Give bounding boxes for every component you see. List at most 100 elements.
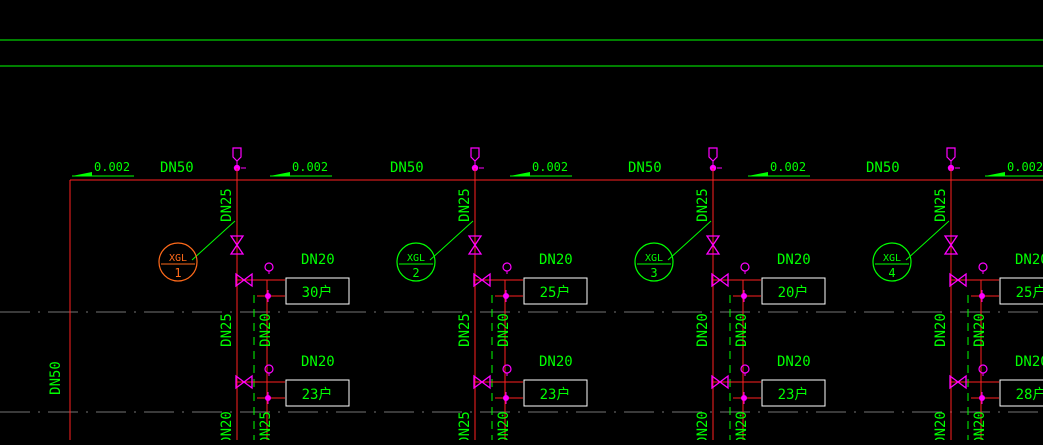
- column-2-branch-1-vertical-size-label: DN20: [496, 313, 512, 347]
- column-3-branch-2-vertical-size-label: DN20: [734, 411, 750, 440]
- column-3-branch-1-count-box: [761, 277, 826, 305]
- column-4-branch-2-count-box: [999, 379, 1043, 407]
- main-pipe-size-label-1: DN50: [160, 160, 194, 176]
- column-2-branch-2-valve: [473, 374, 491, 390]
- column-3-riser-size-lower-label: DN20: [695, 313, 711, 347]
- slope-marker-2-label: 0.002: [292, 160, 328, 174]
- column-1-branch-1-size-label: DN20: [301, 252, 335, 268]
- slope-marker-1-label: 0.002: [94, 160, 130, 174]
- column-4-branch-2-vertical-size-label: DN20: [972, 411, 988, 440]
- column-1-cap-symbol: [232, 147, 242, 162]
- column-2-branch-1-count-box: [523, 277, 588, 305]
- slope-marker-5-wedge: [985, 172, 1005, 176]
- column-2-riser-size-label: DN25: [457, 188, 473, 222]
- column-4-tag-text: XGL: [883, 253, 901, 264]
- column-1-tag-leader: [191, 220, 236, 261]
- column-4-cap-symbol: [946, 147, 956, 162]
- column-1-branch-1-vertical-size-label: DN20: [258, 313, 274, 347]
- column-3-branch-1-count-label: 20户: [778, 284, 809, 301]
- column-2-cap-symbol: [470, 147, 480, 162]
- column-4-branch-2-valve: [949, 374, 967, 390]
- column-4-branch-1-vertical-size-label: DN20: [972, 313, 988, 347]
- column-3-branch-2-valve: [711, 374, 729, 390]
- column-1-branch-2-valve: [235, 374, 253, 390]
- column-3-branch-2-size-label: DN20: [777, 354, 811, 370]
- column-4-tag-circle: [872, 242, 912, 282]
- column-3-branch-1-size-label: DN20: [777, 252, 811, 268]
- column-3-riser-valve: [705, 235, 721, 255]
- column-3-branch-2-count-box: [761, 379, 826, 407]
- column-3-branch-2-count-label: 23户: [778, 386, 809, 403]
- column-3-tag-circle: [634, 242, 674, 282]
- column-1-branch-2-count-box: [285, 379, 350, 407]
- slope-marker-3-label: 0.002: [532, 160, 568, 174]
- column-2-branch-2-count-box: [523, 379, 588, 407]
- column-4-riser-size-label: DN25: [933, 188, 949, 222]
- column-4-branch-1-size-label: DN20: [1015, 252, 1043, 268]
- column-1-branch-2-vertical-size-label: DN25: [258, 411, 274, 440]
- main-pipe-size-label-2: DN50: [390, 160, 424, 176]
- column-2-tag-number: 2: [412, 266, 419, 280]
- column-4-branch-2-gauge: [978, 364, 988, 374]
- column-1-branch-1-valve: [235, 272, 253, 288]
- column-4-tag-number: 4: [888, 266, 895, 280]
- column-1-riser-valve: [229, 235, 245, 255]
- column-4-riser-size-bottom-label: DN20: [933, 411, 949, 440]
- vertical-main-size-label: DN50: [48, 361, 64, 395]
- column-2-branch-1-size-label: DN20: [539, 252, 573, 268]
- column-4-branch-1-valve: [949, 272, 967, 288]
- column-3-branch-1-valve: [711, 272, 729, 288]
- column-4-branch-1-count-box: [999, 277, 1043, 305]
- column-2-branch-2-size-label: DN20: [539, 354, 573, 370]
- column-1-branch-1-gauge: [264, 262, 274, 272]
- slope-marker-2-wedge: [270, 172, 290, 176]
- slope-marker-3-wedge: [510, 172, 530, 176]
- column-3-riser-size-label: DN25: [695, 188, 711, 222]
- column-2-branch-2-gauge: [502, 364, 512, 374]
- column-2-tag-text: XGL: [407, 253, 425, 264]
- column-2-branch-1-count-label: 25户: [540, 284, 571, 301]
- column-2-branch-2-count-label: 23户: [540, 386, 571, 403]
- slope-marker-5-label: 0.002: [1007, 160, 1043, 174]
- column-4-branch-1-gauge: [978, 262, 988, 272]
- column-3-tag-leader: [667, 220, 712, 261]
- column-1-branch-2-count-label: 23户: [302, 386, 333, 403]
- column-1-tag-text: XGL: [169, 253, 187, 264]
- column-2-tag-leader: [429, 220, 474, 261]
- column-3-tag-number: 3: [650, 266, 657, 280]
- column-2-branch-2-vertical-size-label: DN20: [496, 411, 512, 440]
- column-1-branch-2-size-label: DN20: [301, 354, 335, 370]
- column-3-cap-symbol: [708, 147, 718, 162]
- slope-marker-4-label: 0.002: [770, 160, 806, 174]
- column-3-branch-1-vertical-size-label: DN20: [734, 313, 750, 347]
- column-4-riser-size-lower-label: DN20: [933, 313, 949, 347]
- slope-marker-1-wedge: [72, 172, 92, 176]
- slope-marker-4-wedge: [748, 172, 768, 176]
- column-1-branch-2-gauge: [264, 364, 274, 374]
- column-4-branch-1-count-label: 25户: [1016, 284, 1043, 301]
- column-2-riser-size-bottom-label: DN25: [457, 411, 473, 440]
- column-1-tag-circle: [158, 242, 198, 282]
- column-2-riser-valve: [467, 235, 483, 255]
- column-1-riser-size-lower-label: DN25: [219, 313, 235, 347]
- column-4-riser-valve: [943, 235, 959, 255]
- column-4-branch-2-count-label: 28户: [1016, 386, 1043, 403]
- column-1-riser-size-label: DN25: [219, 188, 235, 222]
- main-pipe-size-label-3: DN50: [628, 160, 662, 176]
- column-1-branch-1-count-label: 30户: [302, 284, 333, 301]
- column-3-branch-2-gauge: [740, 364, 750, 374]
- column-4-branch-2-size-label: DN20: [1015, 354, 1043, 370]
- column-2-tag-circle: [396, 242, 436, 282]
- main-pipe-size-label-4: DN50: [866, 160, 900, 176]
- column-2-branch-1-gauge: [502, 262, 512, 272]
- column-2-riser-size-lower-label: DN25: [457, 313, 473, 347]
- column-2-branch-1-valve: [473, 272, 491, 288]
- column-3-tag-text: XGL: [645, 253, 663, 264]
- column-1-branch-1-count-box: [285, 277, 350, 305]
- column-4-tag-leader: [905, 220, 950, 261]
- column-3-riser-size-bottom-label: DN20: [695, 411, 711, 440]
- column-3-branch-1-gauge: [740, 262, 750, 272]
- column-1-tag-number: 1: [174, 266, 181, 280]
